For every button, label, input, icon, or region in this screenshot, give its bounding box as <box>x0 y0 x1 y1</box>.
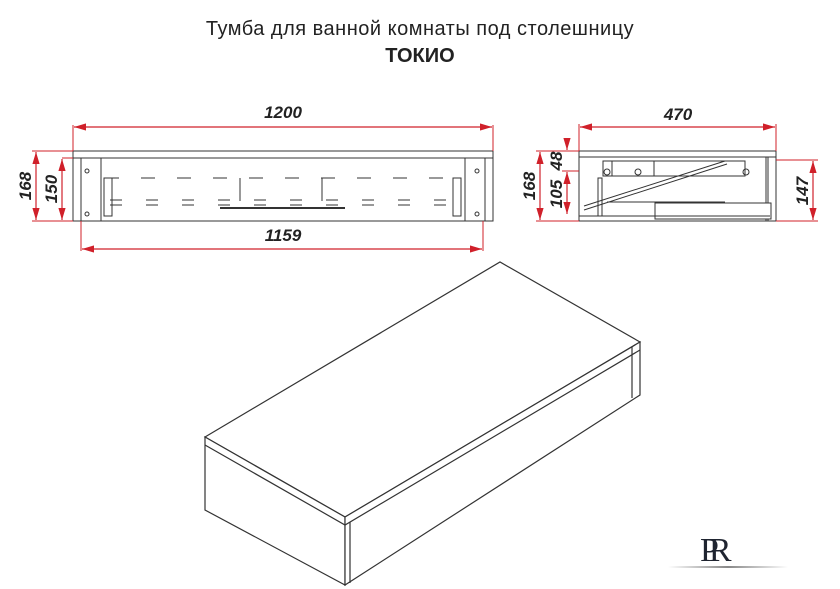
dim-depth: 470 <box>663 105 693 124</box>
brand-logo: PR <box>700 532 731 569</box>
dim-width-inner: 1159 <box>265 226 302 245</box>
logo-underline <box>668 566 788 568</box>
dim-top-part: 48 <box>547 151 566 171</box>
isometric-view <box>203 261 642 587</box>
dim-middle-part: 105 <box>547 179 566 208</box>
dim-side-height-total: 168 <box>520 171 539 200</box>
drawing-title: Тумба для ванной комнаты под столешницу <box>205 18 635 40</box>
front-view <box>32 123 494 253</box>
side-view <box>536 123 818 222</box>
product-name: ТОКИО <box>385 45 455 67</box>
dim-side-height-body: 147 <box>793 175 812 205</box>
dim-height-body: 150 <box>42 174 61 203</box>
dim-width-total: 1200 <box>264 103 302 122</box>
dim-height-total: 168 <box>16 171 35 200</box>
